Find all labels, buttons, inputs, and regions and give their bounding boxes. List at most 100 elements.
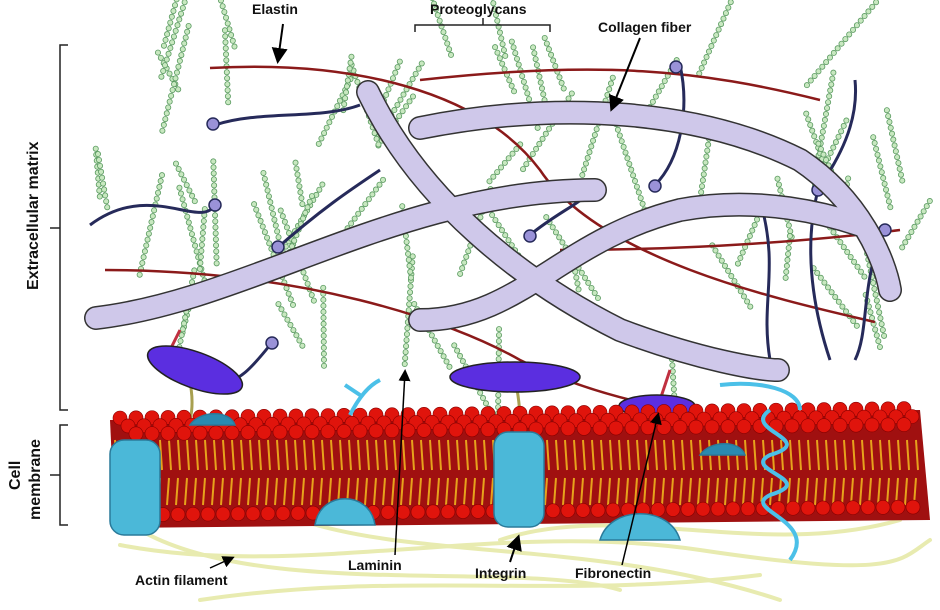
lipid-tail <box>265 477 269 506</box>
label-fibronectin: Fibronectin <box>575 565 651 581</box>
lipid-tail <box>454 477 458 506</box>
lipid-tail <box>411 439 415 471</box>
lipid-head <box>480 422 496 437</box>
lipid-tail <box>841 477 845 506</box>
lipid-tail <box>402 439 406 471</box>
lipid-tail <box>571 477 575 506</box>
lipid-tail <box>436 477 440 506</box>
proteoglycan-chain <box>490 0 509 59</box>
lipid-tail <box>645 439 649 471</box>
lipid-tail <box>447 439 451 471</box>
lipid-head <box>704 419 720 435</box>
lipid-tail <box>328 477 332 506</box>
glycoprotein-chains <box>89 64 887 387</box>
lipid-head <box>185 506 201 522</box>
lipid-head <box>710 501 726 517</box>
lipid-tail <box>636 439 640 471</box>
lipid-tail <box>175 477 179 506</box>
label-integrin: Integrin <box>475 565 526 581</box>
lipid-tail <box>256 477 260 506</box>
lipid-head <box>470 504 486 519</box>
lipid-tail <box>357 439 361 471</box>
lipid-tail <box>562 477 566 506</box>
lipid-tail <box>816 439 820 471</box>
lipid-tail <box>850 477 854 506</box>
proteoglycan-chain <box>486 141 524 185</box>
lipid-head <box>425 504 441 520</box>
lipid-tail <box>391 477 395 506</box>
lipid-head <box>560 421 576 436</box>
lipid-tail <box>319 477 323 506</box>
proteoglycan-chain <box>611 115 650 219</box>
lipid-tail <box>843 439 847 471</box>
lipid-tail <box>616 477 620 506</box>
collagen-fibers <box>84 80 902 382</box>
lipid-head <box>230 506 246 522</box>
lipid-tail <box>600 439 604 471</box>
lipid-tail <box>832 477 836 506</box>
lipid-tail <box>688 477 692 506</box>
lipid-tail <box>294 439 298 471</box>
lipid-head <box>720 419 736 435</box>
lipid-tail <box>303 439 307 471</box>
lipid-tail <box>724 477 728 506</box>
lipid-head <box>848 417 864 433</box>
lipid-head <box>432 422 448 438</box>
lipid-head <box>784 418 800 434</box>
lipid-tail <box>465 439 469 471</box>
lipid-tail <box>915 439 919 471</box>
lipid-tail <box>159 439 163 471</box>
lipid-head <box>200 506 216 522</box>
lipid-tail <box>193 477 197 506</box>
lipid-tail <box>555 439 559 471</box>
lipid-tail <box>285 439 289 471</box>
lipid-tail <box>463 477 467 506</box>
lipid-tail <box>618 439 622 471</box>
lipid-tail <box>634 477 638 506</box>
lipid-tail <box>787 477 791 506</box>
lipid-head <box>208 425 224 441</box>
lipid-tail <box>247 477 251 506</box>
proteoglycan-chain <box>136 172 165 278</box>
lipid-tail <box>481 477 485 506</box>
lipid-tail <box>202 477 206 506</box>
lipid-tail <box>420 439 424 471</box>
lipid-head <box>336 424 352 439</box>
lipid-head <box>288 424 304 440</box>
lipid-tail <box>877 477 881 506</box>
lipid-tail <box>886 477 890 506</box>
lipid-tail <box>267 439 271 471</box>
lipid-head <box>464 422 480 438</box>
lipid-tail <box>859 477 863 506</box>
lipid-tail <box>904 477 908 506</box>
lipid-tail <box>753 439 757 471</box>
lipid-tail <box>789 439 793 471</box>
lipid-head <box>832 418 848 433</box>
lipid-head <box>665 502 681 517</box>
lipid-tail <box>607 477 611 506</box>
lipid-head <box>576 421 592 436</box>
lipid-head <box>395 504 411 520</box>
lipid-tail <box>706 477 710 506</box>
lipid-head <box>800 418 816 434</box>
lipid-head <box>455 504 471 519</box>
lipid-head <box>544 421 560 437</box>
lipid-tail <box>888 439 892 471</box>
lipid-tail <box>168 439 172 471</box>
lipid-head <box>545 503 561 518</box>
lipid-tail <box>679 477 683 506</box>
lipid-head <box>400 423 416 438</box>
label-collagen-fiber: Collagen fiber <box>598 19 692 35</box>
lipid-tail <box>544 477 548 506</box>
lipid-head <box>224 425 240 440</box>
lipid-head <box>215 506 231 522</box>
lipid-tail <box>715 477 719 506</box>
lipid-head <box>845 500 861 515</box>
lipid-tail <box>564 439 568 471</box>
lipid-head <box>176 425 192 441</box>
label-proteoglycans: Proteoglycans <box>430 1 527 17</box>
lipid-tail <box>231 439 235 471</box>
lipid-tail <box>348 439 352 471</box>
lipid-tail <box>258 439 262 471</box>
